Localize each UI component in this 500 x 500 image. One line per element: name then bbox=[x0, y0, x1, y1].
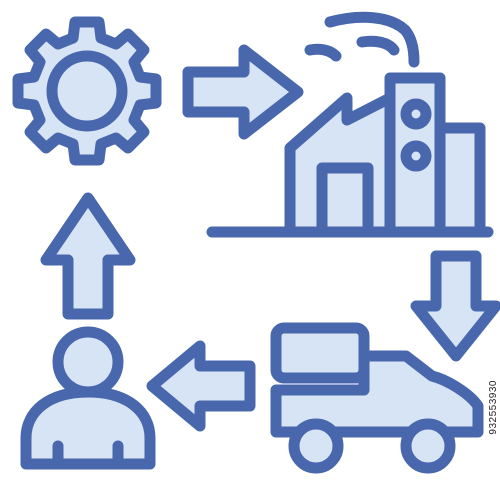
stock-id-watermark: 932553930 bbox=[488, 380, 499, 435]
truck-icon bbox=[270, 322, 484, 474]
person-icon bbox=[20, 326, 156, 470]
factory-icon bbox=[206, 11, 494, 238]
arrow-up-icon bbox=[40, 192, 136, 320]
arrow-right-icon bbox=[182, 44, 304, 140]
arrow-left-icon bbox=[146, 340, 256, 432]
gear-icon bbox=[12, 16, 162, 166]
arrow-down-icon bbox=[410, 250, 500, 362]
